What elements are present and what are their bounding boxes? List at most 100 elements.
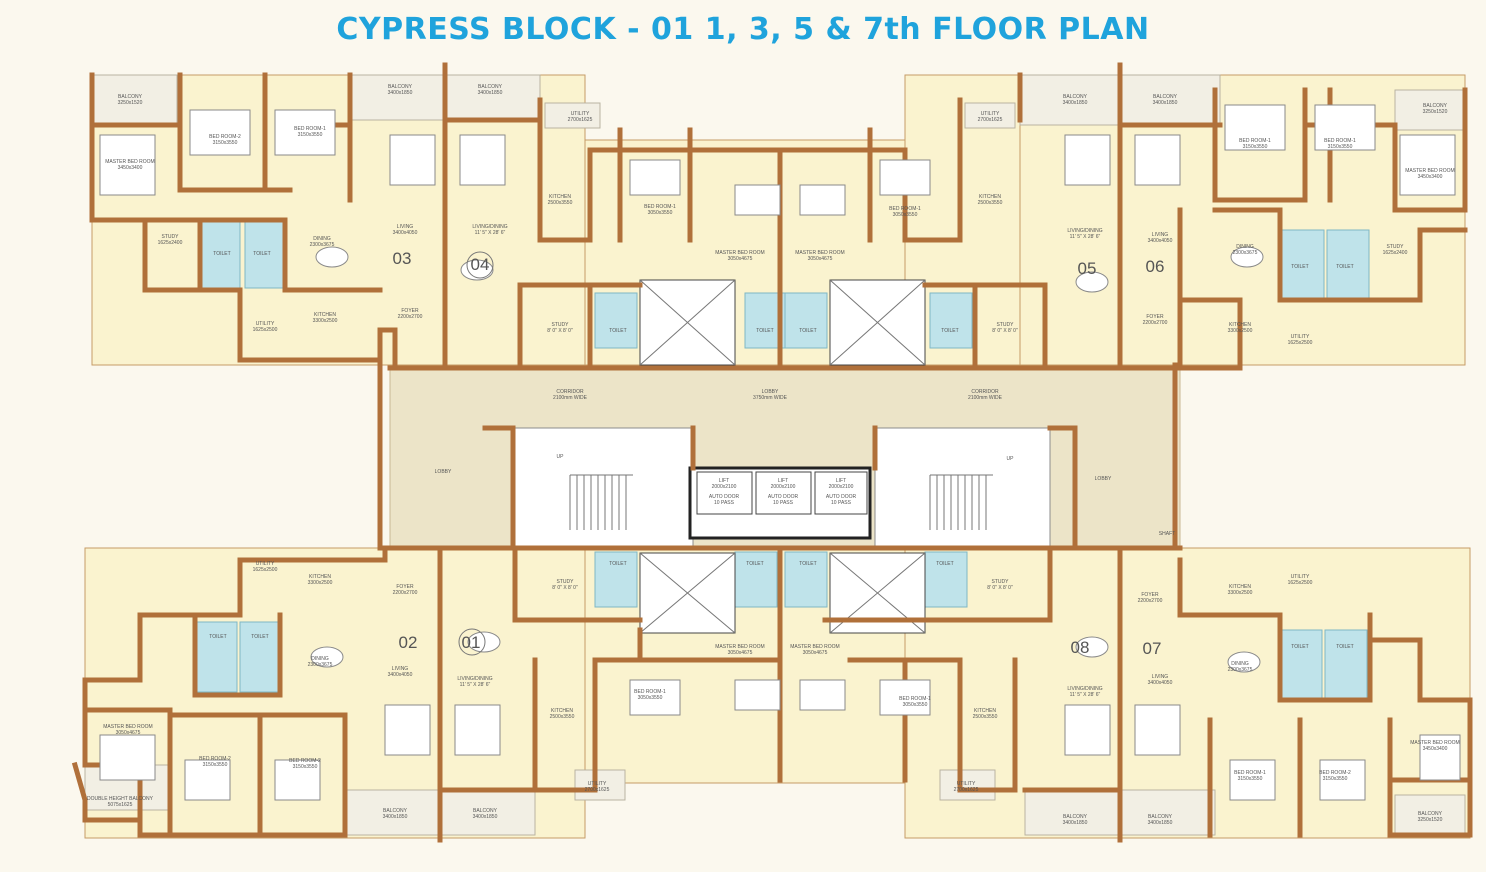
wall: [482, 425, 516, 551]
balcony: [1119, 74, 1221, 126]
room-label-living: LIVING: [397, 224, 414, 230]
furniture: [389, 134, 436, 186]
staircase-right: [874, 427, 1051, 547]
furniture: [1319, 759, 1366, 801]
room-dim: 3050x4675: [728, 650, 753, 656]
toilet: [734, 551, 778, 608]
room-dim: 2700x1625: [954, 787, 979, 793]
furniture: [629, 159, 681, 196]
room-dim: 2300x3675: [310, 242, 335, 248]
dining-table: [1230, 246, 1264, 268]
wall: [822, 545, 1053, 623]
room-label-utility: UTILITY: [957, 781, 976, 787]
room-label-toilet: TOILET: [251, 634, 268, 640]
plan-furniture: [99, 104, 1461, 801]
room-dim: 2500x3550: [973, 714, 998, 720]
room-dim: 3150x3550: [1328, 144, 1353, 150]
room-label-bedroom: BED ROOM-1: [634, 689, 666, 695]
room-dim: 3050x3550: [893, 212, 918, 218]
room-dim: 3400x4050: [393, 230, 418, 236]
room-dim: 3150x3550: [203, 762, 228, 768]
stair-label: UP: [1007, 456, 1015, 462]
balcony: [1394, 89, 1466, 131]
room-dim: 2000x2100: [712, 484, 737, 490]
room-dim: 2200x2700: [1143, 320, 1168, 326]
furniture: [799, 679, 846, 711]
wall-flat-02-outline: [82, 545, 388, 838]
room-dim: 3450x3400: [118, 165, 143, 171]
room-dim: 2300x3675: [1233, 250, 1258, 256]
furniture: [189, 109, 251, 156]
furniture: [1064, 134, 1111, 186]
room-label-master: MASTER BED ROOM: [715, 644, 764, 650]
room-label-kitchen: KITCHEN: [1229, 584, 1251, 590]
room-dim: 3150x3550: [293, 764, 318, 770]
room-dim: 1625x2400: [1383, 250, 1408, 256]
room-dim: 2500x3550: [550, 714, 575, 720]
room-label-corridor: CORRIDOR: [556, 389, 584, 395]
flat-number-06: 06: [1146, 257, 1165, 276]
wall: [1177, 557, 1373, 703]
room-dim: 2300x3675: [308, 662, 333, 668]
room-dim: 11' 5" X 28' 6": [475, 230, 506, 236]
flat-number-04: 04: [471, 255, 490, 274]
room-dim: 2500x3550: [548, 200, 573, 206]
furniture: [454, 704, 501, 756]
room-dim: 11' 5" X 28' 6": [1070, 234, 1101, 240]
room-label-dining: DINING: [311, 656, 329, 662]
dining-table: [310, 646, 344, 668]
flat-number-01: 01: [462, 633, 481, 652]
lift-car: [755, 471, 812, 515]
room-label-toilet: TOILET: [209, 634, 226, 640]
dining-table: [315, 246, 349, 268]
room-dim: 2700x1625: [978, 117, 1003, 123]
room-dim: 2000x2100: [829, 484, 854, 490]
flat-number-05: 05: [1078, 259, 1097, 278]
balcony: [1019, 74, 1121, 126]
room-label-dining: DINING: [313, 236, 331, 242]
furniture: [99, 734, 156, 781]
furniture: [99, 134, 156, 196]
room-dim: 3150x3550: [1238, 776, 1263, 782]
room-dim: 8' 0" X 8' 0": [987, 585, 1013, 591]
room-label-bedroom: BED ROOM-2: [199, 756, 231, 762]
room-dim: 3400x1850: [1153, 100, 1178, 106]
flat-number-08: 08: [1071, 638, 1090, 657]
room-label-kitchen: KITCHEN: [309, 574, 331, 580]
room-dim: 3050x4675: [116, 730, 141, 736]
wall: [922, 282, 1048, 371]
room-label-toilet: TOILET: [1291, 644, 1308, 650]
room-label-living-dining: LIVING/DINING: [1067, 686, 1102, 692]
wall: [137, 612, 283, 698]
stair-label: UP: [557, 454, 565, 460]
furniture: [734, 184, 781, 216]
room-label-master: MASTER BED ROOM: [103, 724, 152, 730]
staircase-left: [512, 427, 694, 547]
room-label-foyer: FOYER: [401, 308, 419, 314]
room-dim: 5075x1625: [108, 802, 133, 808]
lift-door-label: AUTO DOOR: [826, 494, 857, 500]
room-dim: 2300x3675: [1228, 667, 1253, 673]
room-label-bedroom: BED ROOM-1: [899, 696, 931, 702]
room-dim: 1625x2400: [158, 240, 183, 246]
furniture: [1064, 704, 1111, 756]
room-dim: 3400x1850: [1063, 820, 1088, 826]
toilet: [194, 621, 238, 693]
plan-labels: BALCONY3250x1520BALCONY3400x1850BALCONY3…: [87, 84, 1460, 826]
room-label-study: STUDY: [997, 322, 1015, 328]
toilet: [239, 621, 283, 693]
room-label-lobby: LOBBY: [435, 469, 452, 475]
room-dim: 10 PASS: [831, 500, 852, 506]
room-label-balcony: BALCONY: [478, 84, 503, 90]
furniture: [459, 134, 506, 186]
lift-door-label: AUTO DOOR: [709, 494, 740, 500]
balcony: [344, 789, 441, 836]
room-label-bedroom: BED ROOM-1: [1324, 138, 1356, 144]
floor-plan-title: CYPRESS BLOCK - 01 1, 3, 5 & 7th FLOOR P…: [336, 12, 1150, 47]
lift-car: [814, 471, 868, 515]
room-dim: 2100mm WIDE: [553, 395, 588, 401]
utility: [544, 102, 601, 129]
room-label-foyer: FOYER: [1146, 314, 1164, 320]
